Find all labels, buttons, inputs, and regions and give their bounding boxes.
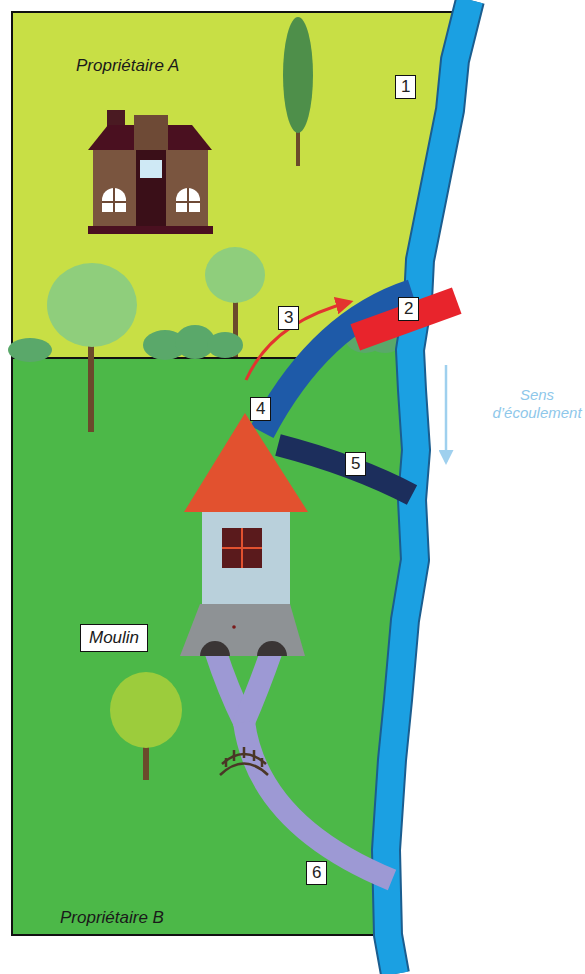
mill [180,413,308,656]
callout-number: 1 [395,75,416,99]
callout-number: 5 [345,452,366,476]
mill-label: Moulin [89,628,139,648]
house [88,110,213,234]
flow-label: Sens d’écoulement [491,386,583,422]
callout-number: 4 [250,397,271,421]
tree [110,672,182,780]
tree [283,17,313,166]
callout-number: 3 [278,306,299,330]
canal-overflow [278,445,412,495]
callout-number: 2 [398,297,419,321]
barrier [350,287,461,350]
canal-tailrace [215,650,392,880]
bridge [220,747,268,775]
owner-label: Propriétaire B [60,908,164,928]
tree [47,263,137,432]
flow-arrow [445,365,448,462]
owner-label: Propriétaire A [76,56,179,76]
diversion-arrow [246,302,350,380]
callout-number: 6 [306,861,327,885]
tree [205,247,265,357]
mill-label-box: Moulin [80,624,148,652]
